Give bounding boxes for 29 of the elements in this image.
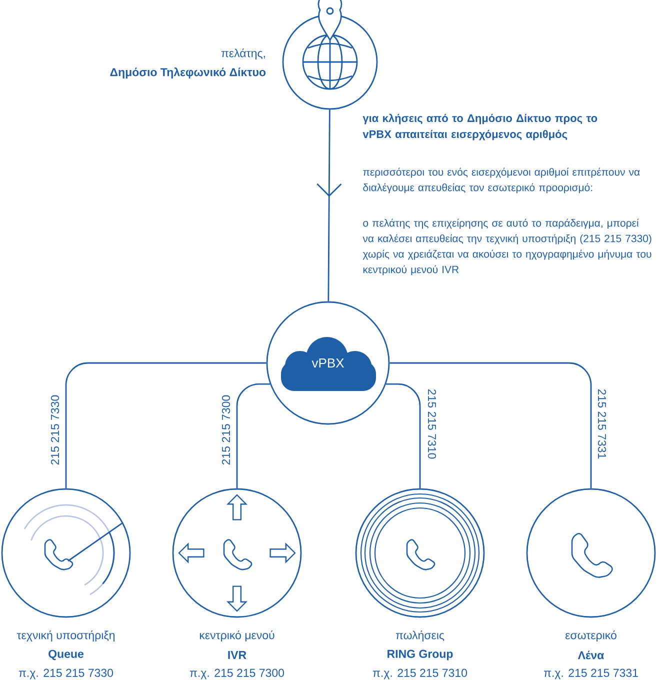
node-label: πωλήσεις	[396, 630, 444, 642]
node-label: Λένα	[578, 650, 604, 660]
node-label: π.χ. 215 215 7310	[372, 668, 468, 680]
node-label: Δημόσιο Τηλεφωνικό Δίκτυο	[110, 68, 266, 78]
phone-circle	[172, 488, 302, 618]
connector-line	[390, 362, 592, 488]
note-text: περισσότεροι του ενός εισερχόμενοι αριθμοί επιτρέπουν να διαλέγουμε απευθείας τον εσωτερικό προορισμό:	[363, 168, 640, 194]
node-label: π.χ. 215 215 7330	[18, 668, 114, 680]
edge-label: 215 215 7310	[428, 389, 436, 459]
phone-circle	[1, 488, 131, 618]
globe-circle	[282, 14, 378, 110]
node-label: RING Group	[388, 650, 453, 660]
edge-label: 215 215 7331	[598, 389, 606, 459]
connector-line	[65, 362, 266, 488]
note-text: για κλήσεις από το Δημόσιο Δίκτυο προς το vPBX απαιτείται εισερχόμενος αριθμός	[362, 114, 598, 140]
node-label: εσωτερικό	[565, 630, 616, 642]
node-label: Queue	[48, 650, 84, 660]
node-label: τεχνική υποστήριξη	[16, 630, 114, 642]
phone-circle	[526, 488, 656, 618]
node-label: π.χ. 215 215 7331	[544, 668, 638, 680]
node-label: κεντρικό μενού	[200, 630, 274, 642]
note-text: ο πελάτης της επιχείρησης σε αυτό το παράδειγμα, μπορεί να καλέσει απευθείας την τεχνική υποστήριξη (215 215 7330) χωρίς να χρειάζεται να ακούσει το ηχογραφημένο μήνυμα του κεντρικού μενού IVR	[362, 218, 652, 276]
node-label: IVR	[228, 651, 246, 659]
node-label: πελάτης,	[221, 48, 265, 60]
edge-label: 215 215 7300	[222, 395, 230, 465]
connector-line	[236, 383, 270, 488]
node-label: π.χ. 215 215 7300	[190, 668, 284, 680]
edge-label: 215 215 7330	[50, 395, 60, 465]
connector-line	[386, 383, 421, 488]
